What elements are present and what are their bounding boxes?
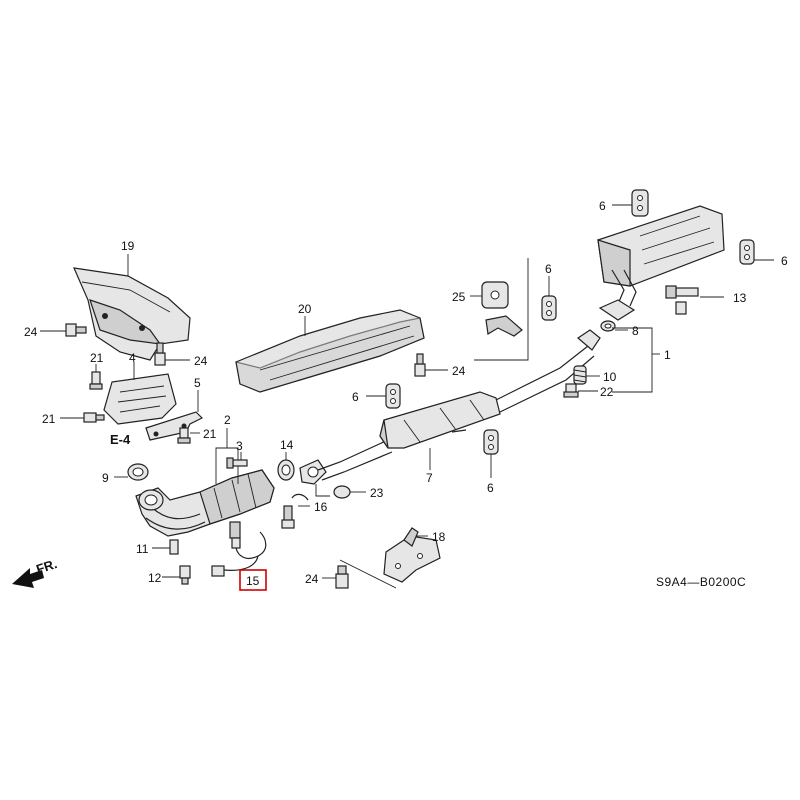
- highlight-box-15: [239, 569, 267, 591]
- stud-11[interactable]: [169, 539, 179, 555]
- label-8: 8: [632, 324, 639, 338]
- heat-shield-floor[interactable]: [235, 309, 425, 393]
- front-flange[interactable]: [299, 459, 327, 485]
- label-20: 20: [298, 302, 312, 316]
- bolt-22[interactable]: [563, 383, 579, 398]
- label-6-e: 6: [487, 481, 494, 495]
- bracket-18[interactable]: [383, 527, 441, 583]
- label-24-floor: 24: [452, 364, 466, 378]
- label-24-bracket: 24: [305, 572, 319, 586]
- diagram-code: S9A4—B0200C: [656, 575, 746, 589]
- label-6-d: 6: [352, 390, 359, 404]
- label-2: 2: [224, 413, 231, 427]
- label-6-b: 6: [781, 254, 788, 268]
- bolt-3[interactable]: [226, 457, 248, 469]
- bolt-24-shield[interactable]: [154, 342, 166, 366]
- rubber-mount-6-a[interactable]: [631, 189, 649, 217]
- label-13: 13: [733, 291, 747, 305]
- bolt-24-left[interactable]: [65, 323, 87, 337]
- gasket-9[interactable]: [127, 463, 149, 481]
- label-10: 10: [603, 370, 617, 384]
- label-16: 16: [314, 500, 328, 514]
- rubber-mount-6-e[interactable]: [483, 429, 499, 455]
- label-15: 15: [246, 574, 260, 588]
- label-22: 22: [600, 385, 614, 399]
- hanger-25[interactable]: [481, 281, 523, 337]
- bolt-21-mid[interactable]: [83, 412, 105, 423]
- label-6-c: 6: [545, 262, 552, 276]
- label-3: 3: [236, 439, 243, 453]
- heat-shield-converter[interactable]: [103, 373, 177, 425]
- label-9: 9: [102, 471, 109, 485]
- oxygen-sensor-secondary[interactable]: [281, 493, 309, 529]
- label-18: 18: [432, 530, 446, 544]
- label-21-right: 21: [203, 427, 217, 441]
- rubber-mount-6-c[interactable]: [541, 295, 557, 321]
- label-21-mid: 21: [42, 412, 56, 426]
- muffler-flange[interactable]: [598, 299, 636, 321]
- label-23: 23: [370, 486, 384, 500]
- label-7: 7: [426, 471, 433, 485]
- label-24-left: 24: [24, 325, 38, 339]
- bolt-21-top[interactable]: [89, 371, 103, 390]
- rubber-mount-6-b[interactable]: [739, 239, 755, 265]
- label-1: 1: [664, 348, 671, 362]
- bracket-5[interactable]: [145, 411, 204, 441]
- bolt-24-floor[interactable]: [414, 353, 426, 377]
- bolt-13[interactable]: [665, 285, 699, 315]
- heat-shield-upper[interactable]: [73, 267, 191, 361]
- reference-e4[interactable]: E-4: [110, 432, 131, 447]
- gasket-14[interactable]: [277, 459, 295, 481]
- arrow-front-icon: [12, 568, 44, 588]
- spring-10[interactable]: [573, 365, 587, 385]
- label-21-top: 21: [90, 351, 104, 365]
- label-14: 14: [280, 438, 294, 452]
- label-11: 11: [136, 542, 149, 556]
- label-19: 19: [121, 239, 135, 253]
- muffler[interactable]: [597, 205, 725, 307]
- bolt-23[interactable]: [333, 485, 351, 499]
- bolt-24-bracket[interactable]: [335, 565, 349, 589]
- nut-12[interactable]: [179, 565, 191, 585]
- direction-label: FR.: [34, 556, 59, 577]
- label-24-shield: 24: [194, 354, 208, 368]
- gasket-8[interactable]: [600, 320, 616, 332]
- bolt-21-right[interactable]: [177, 427, 191, 444]
- label-5: 5: [194, 376, 201, 390]
- oxygen-sensor-primary[interactable]: [211, 521, 267, 577]
- rubber-mount-6-d[interactable]: [385, 383, 401, 409]
- exhaust-manifold-converter[interactable]: [135, 469, 275, 537]
- label-12: 12: [148, 571, 162, 585]
- center-pipe[interactable]: [317, 329, 601, 481]
- label-25: 25: [452, 290, 466, 304]
- label-6-a: 6: [599, 199, 606, 213]
- label-4: 4: [129, 351, 136, 365]
